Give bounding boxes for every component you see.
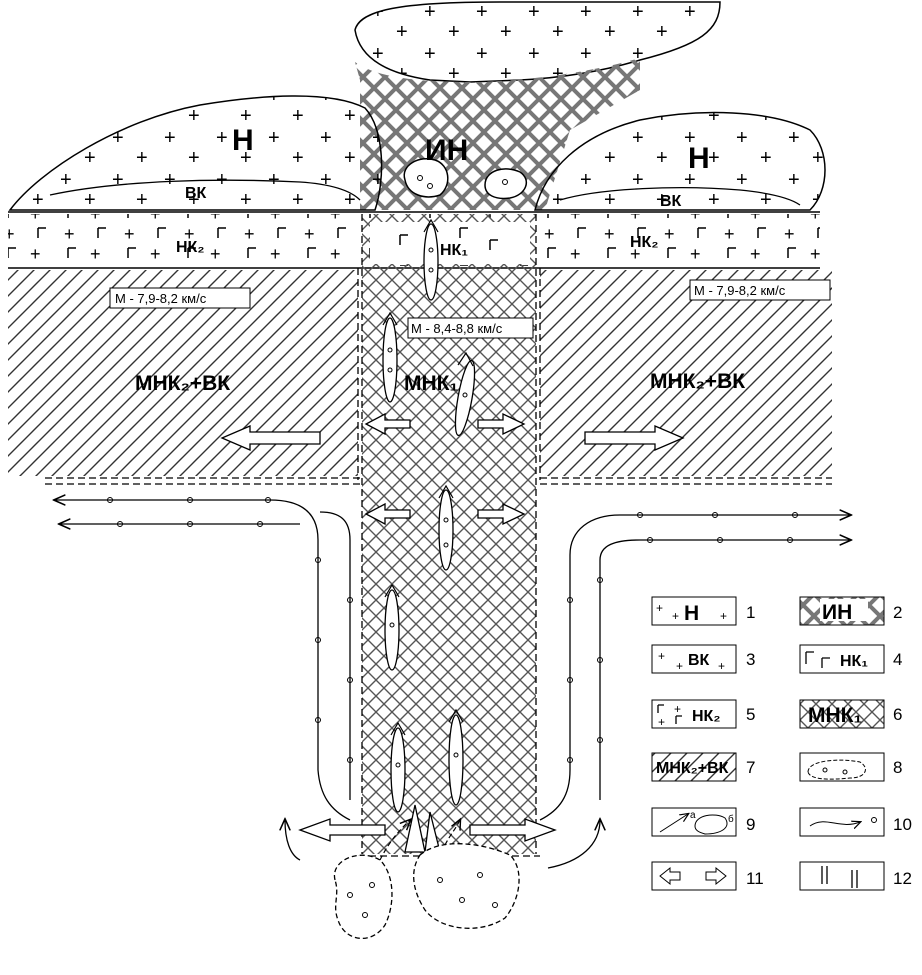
legend-10-num: 10 — [893, 815, 912, 834]
svg-text:+: + — [676, 659, 683, 673]
legend-2-label: ИН — [822, 601, 852, 624]
melt-source-2 — [414, 844, 519, 929]
legend-6-num: 6 — [893, 705, 902, 724]
label-m-right: МНК₂+ВК — [650, 370, 745, 393]
legend-7-label: МНК₂+ВК — [656, 760, 729, 777]
svg-text:+: + — [720, 609, 727, 623]
legend-1-num: 1 — [746, 603, 755, 622]
flow-lines-left — [55, 500, 350, 860]
legend-9-b: б — [728, 813, 734, 825]
label-nk1: НК₁ — [440, 242, 468, 259]
melt-source-1 — [334, 855, 392, 938]
label-m-left: МНК₂+ВК — [135, 372, 230, 395]
nk2-right-layer — [538, 214, 820, 266]
legend-5-num: 5 — [746, 705, 755, 724]
legend-3-label: ВК — [688, 652, 710, 669]
label-nk2-right: НК₂ — [630, 234, 658, 251]
svg-text:+: + — [656, 601, 663, 615]
label-speed-center: М - 8,4-8,8 км/с — [411, 321, 503, 336]
svg-text:+: + — [658, 715, 665, 729]
legend-2-num: 2 — [893, 603, 902, 622]
label-vk-right: ВК — [660, 193, 682, 210]
legend-12-num: 12 — [893, 869, 912, 888]
legend-3-num: 3 — [746, 650, 755, 669]
legend-11-num: 11 — [746, 869, 764, 888]
label-m-center: МНК₁ — [404, 372, 458, 395]
in-inclusion-2 — [485, 169, 526, 199]
svg-text:+: + — [658, 649, 665, 663]
svg-text:+: + — [672, 609, 679, 623]
label-n-right: Н — [688, 142, 710, 175]
legend-4-label: НК₁ — [840, 653, 868, 670]
legend-9-a: а — [690, 810, 696, 821]
upper-intrusion-shape — [355, 2, 720, 82]
label-vk-left: ВК — [185, 185, 207, 202]
legend-6-label: МНК₁ — [808, 704, 862, 727]
label-in: ИН — [425, 134, 468, 167]
legend-5-label: НК₂ — [692, 708, 720, 725]
svg-text:+: + — [674, 702, 681, 716]
label-nk2-left: НК₂ — [176, 239, 204, 256]
label-n-left: Н — [232, 124, 254, 157]
label-speed-right: М - 7,9-8,2 км/с — [694, 283, 786, 298]
legend: + + + Н 1 ИН 2 + + + ВК 3 НК₁ 4 + + НК₂ 5 М… — [652, 597, 912, 890]
legend-8-num: 8 — [893, 758, 902, 777]
legend-7-num: 7 — [746, 758, 755, 777]
legend-4-num: 4 — [893, 650, 902, 669]
legend-1-label: Н — [684, 602, 699, 625]
legend-9-num: 9 — [746, 815, 755, 834]
label-speed-left: М - 7,9-8,2 км/с — [115, 291, 207, 306]
svg-text:+: + — [718, 659, 725, 673]
